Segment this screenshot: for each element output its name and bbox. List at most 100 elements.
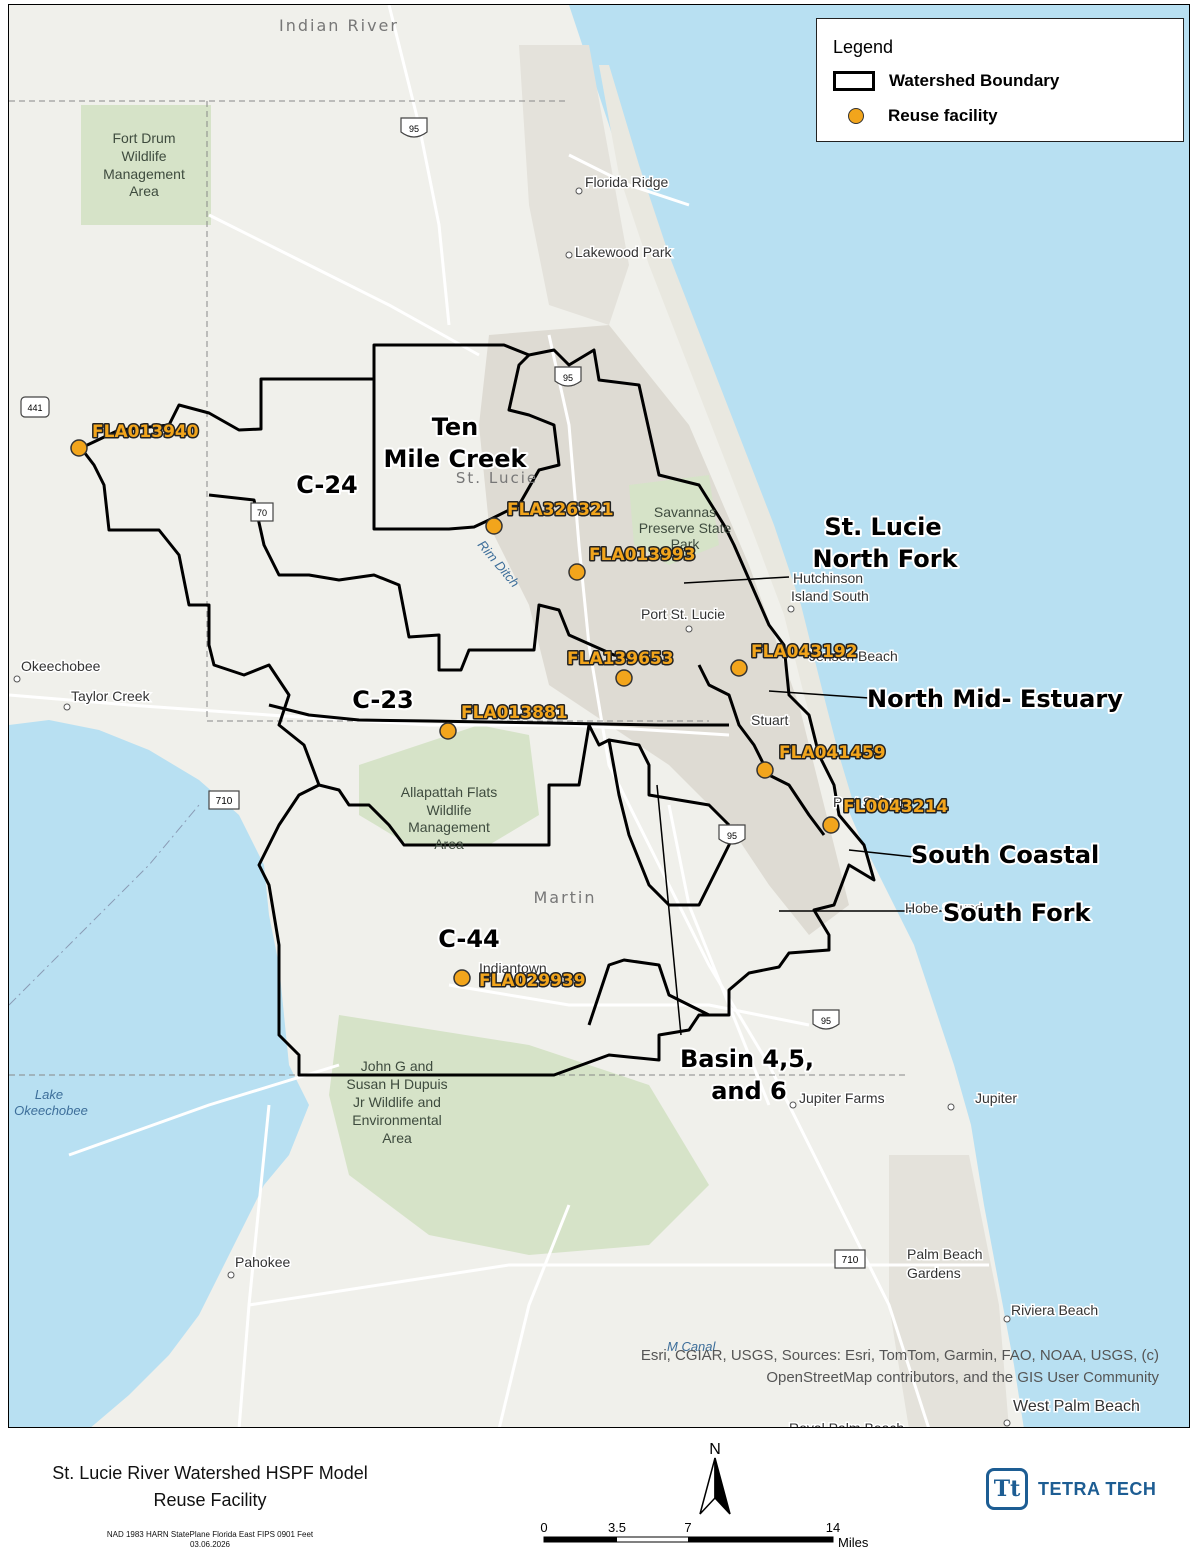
facility-point[interactable]: FLA041459 [756, 742, 887, 779]
facility-point[interactable]: FLA013993 [568, 544, 697, 581]
urban-area [479, 325, 849, 935]
svg-text:Susan H Dupuis: Susan H Dupuis [346, 1076, 447, 1092]
basin-label: St. Lucie [824, 513, 941, 541]
shield-95-a: 95 [409, 124, 419, 134]
shield-710-a: 710 [216, 796, 233, 807]
map-date: 03.06.2026 [189, 1540, 231, 1549]
fort-drum-park [81, 105, 211, 225]
place-markers [13, 187, 1011, 1427]
basin-label: South Fork [943, 899, 1092, 927]
shield-710-b: 710 [842, 1255, 859, 1266]
svg-text:FLA326321: FLA326321 [507, 500, 614, 520]
place-label: Savannas [654, 504, 716, 520]
place-label: Jensen Beach [809, 648, 898, 664]
dupuis-label: John G and Susan H Dupuis Jr Wildlife an… [346, 1058, 447, 1146]
svg-text:FLA139653: FLA139653 [567, 649, 674, 669]
north-arrow-and-scale: N 0 3.5 7 14 Miles [540, 1441, 869, 1550]
place-label: Jupiter [975, 1090, 1017, 1106]
logo-name: TETRA TECH [1038, 1478, 1157, 1499]
basin-labels: Ten Mile Creek C-24 C-23 C-44 St. Lucie … [294, 411, 1125, 1107]
north-arrow-icon [699, 1457, 731, 1515]
scale-unit: Miles [838, 1535, 869, 1550]
svg-text:FLA041459: FLA041459 [779, 743, 886, 763]
watershed-boundaries [79, 343, 876, 1077]
attribution-line: OpenStreetMap contributors, and the GIS … [766, 1369, 1159, 1386]
place-label: Okeechobee [21, 658, 101, 674]
svg-text:Area: Area [129, 183, 159, 199]
scale-tick: 0 [540, 1520, 547, 1535]
map-title: St. Lucie River Watershed HSPF Model Reu… [20, 1460, 400, 1514]
place-label: Port Salerno [833, 794, 911, 810]
legend-item-reuse: Reuse facility [833, 106, 998, 126]
water-label: M Canal [667, 1339, 717, 1354]
facility-point[interactable]: FLA043192 [730, 641, 859, 677]
place-label: Riviera Beach [1011, 1302, 1098, 1318]
svg-text:Fort Drum: Fort Drum [113, 130, 176, 146]
place-label: Preserve State [639, 520, 732, 536]
basin-label: South Coastal [911, 841, 1099, 869]
place-label: Hobe Sound [905, 900, 983, 916]
svg-text:FLA043192: FLA043192 [751, 642, 858, 662]
facility-point[interactable]: FLA029939 [453, 969, 587, 993]
basin-label: C-44 [438, 925, 500, 953]
place-label: Taylor Creek [71, 688, 151, 704]
map-legend: Legend Watershed Boundary Reuse facility [816, 18, 1184, 142]
county-label: Indian River [279, 16, 399, 35]
c24-c23-divide [208, 493, 650, 672]
place-label: Palm Beach [907, 1246, 982, 1262]
reuse-facilities: FLA013940 FLA326321 FLA013993 FLA139653 … [70, 421, 950, 993]
svg-text:Allapattah Flats: Allapattah Flats [401, 784, 498, 800]
svg-text:Wildlife: Wildlife [121, 148, 166, 164]
c44-east [318, 723, 731, 847]
legend-label: Watershed Boundary [889, 71, 1060, 90]
legend-title: Legend [833, 37, 894, 57]
svg-text:FLA013881: FLA013881 [461, 703, 568, 723]
map-canvas[interactable]: 95 95 95 95 441 70 710 710 Indian River … [9, 5, 1190, 1428]
shield-441: 441 [27, 403, 42, 413]
map-footer: St. Lucie River Watershed HSPF Model Reu… [0, 1428, 1190, 1555]
state-line [9, 804, 200, 1006]
tt-logo-icon: Tt [986, 1468, 1028, 1510]
facility-point[interactable]: FLA326321 [485, 499, 615, 535]
title-line: St. Lucie River Watershed HSPF Model [52, 1463, 368, 1483]
scale-tick: 14 [826, 1520, 840, 1535]
shield-95-d: 95 [821, 1016, 831, 1026]
barrier-island [599, 65, 854, 810]
place-label: Royal Palm Beach [789, 1420, 904, 1428]
facility-point[interactable]: FLA013940 [70, 421, 200, 457]
svg-text:Wildlife: Wildlife [426, 802, 471, 818]
facility-point[interactable]: FLA139653 [566, 648, 675, 687]
place-label: Port St. Lucie [641, 606, 725, 622]
place-label: Park [671, 536, 701, 552]
legend-label: Reuse facility [888, 106, 998, 125]
scale-tick: 3.5 [608, 1520, 626, 1535]
fort-drum-label: Fort Drum Wildlife Management Area [103, 130, 185, 199]
basin-label: Ten [432, 413, 479, 441]
place-label: West Palm Beach [1013, 1398, 1140, 1415]
c23-c44-divide [268, 703, 729, 727]
urban-area-south [889, 1155, 1009, 1427]
attribution-line: Esri, CGIAR, USGS, Sources: Esri, TomTom… [640, 1347, 1159, 1364]
basin-label: C-23 [352, 686, 414, 714]
projection-text: NAD 1983 HARN StatePlane Florida East FI… [106, 1530, 314, 1539]
projection-info: NAD 1983 HARN StatePlane Florida East FI… [20, 1530, 400, 1550]
place-label: St. Lucie [456, 469, 538, 487]
svg-text:Jr Wildlife and: Jr Wildlife and [353, 1094, 441, 1110]
orange-dot-icon [848, 108, 864, 124]
shield-95-b: 95 [563, 373, 573, 383]
svg-text:Management: Management [408, 819, 490, 835]
north-label: N [709, 1441, 721, 1458]
basin-label: Mile Creek [384, 445, 528, 473]
svg-text:FL0043214: FL0043214 [843, 797, 948, 817]
svg-text:Area: Area [434, 836, 464, 852]
tetra-tech-logo: Tt TETRA TECH [986, 1468, 1156, 1510]
title-line: Reuse Facility [153, 1490, 267, 1510]
place-label: Pahokee [235, 1254, 290, 1270]
shield-70: 70 [257, 508, 267, 518]
shield-95-c: 95 [727, 831, 737, 841]
facility-point[interactable]: FLA013881 [439, 702, 569, 740]
leader-lines [656, 576, 944, 1036]
facility-point[interactable]: FL0043214 [822, 796, 950, 834]
svg-text:FLA013940: FLA013940 [92, 422, 199, 442]
scale-bar [543, 1536, 834, 1543]
